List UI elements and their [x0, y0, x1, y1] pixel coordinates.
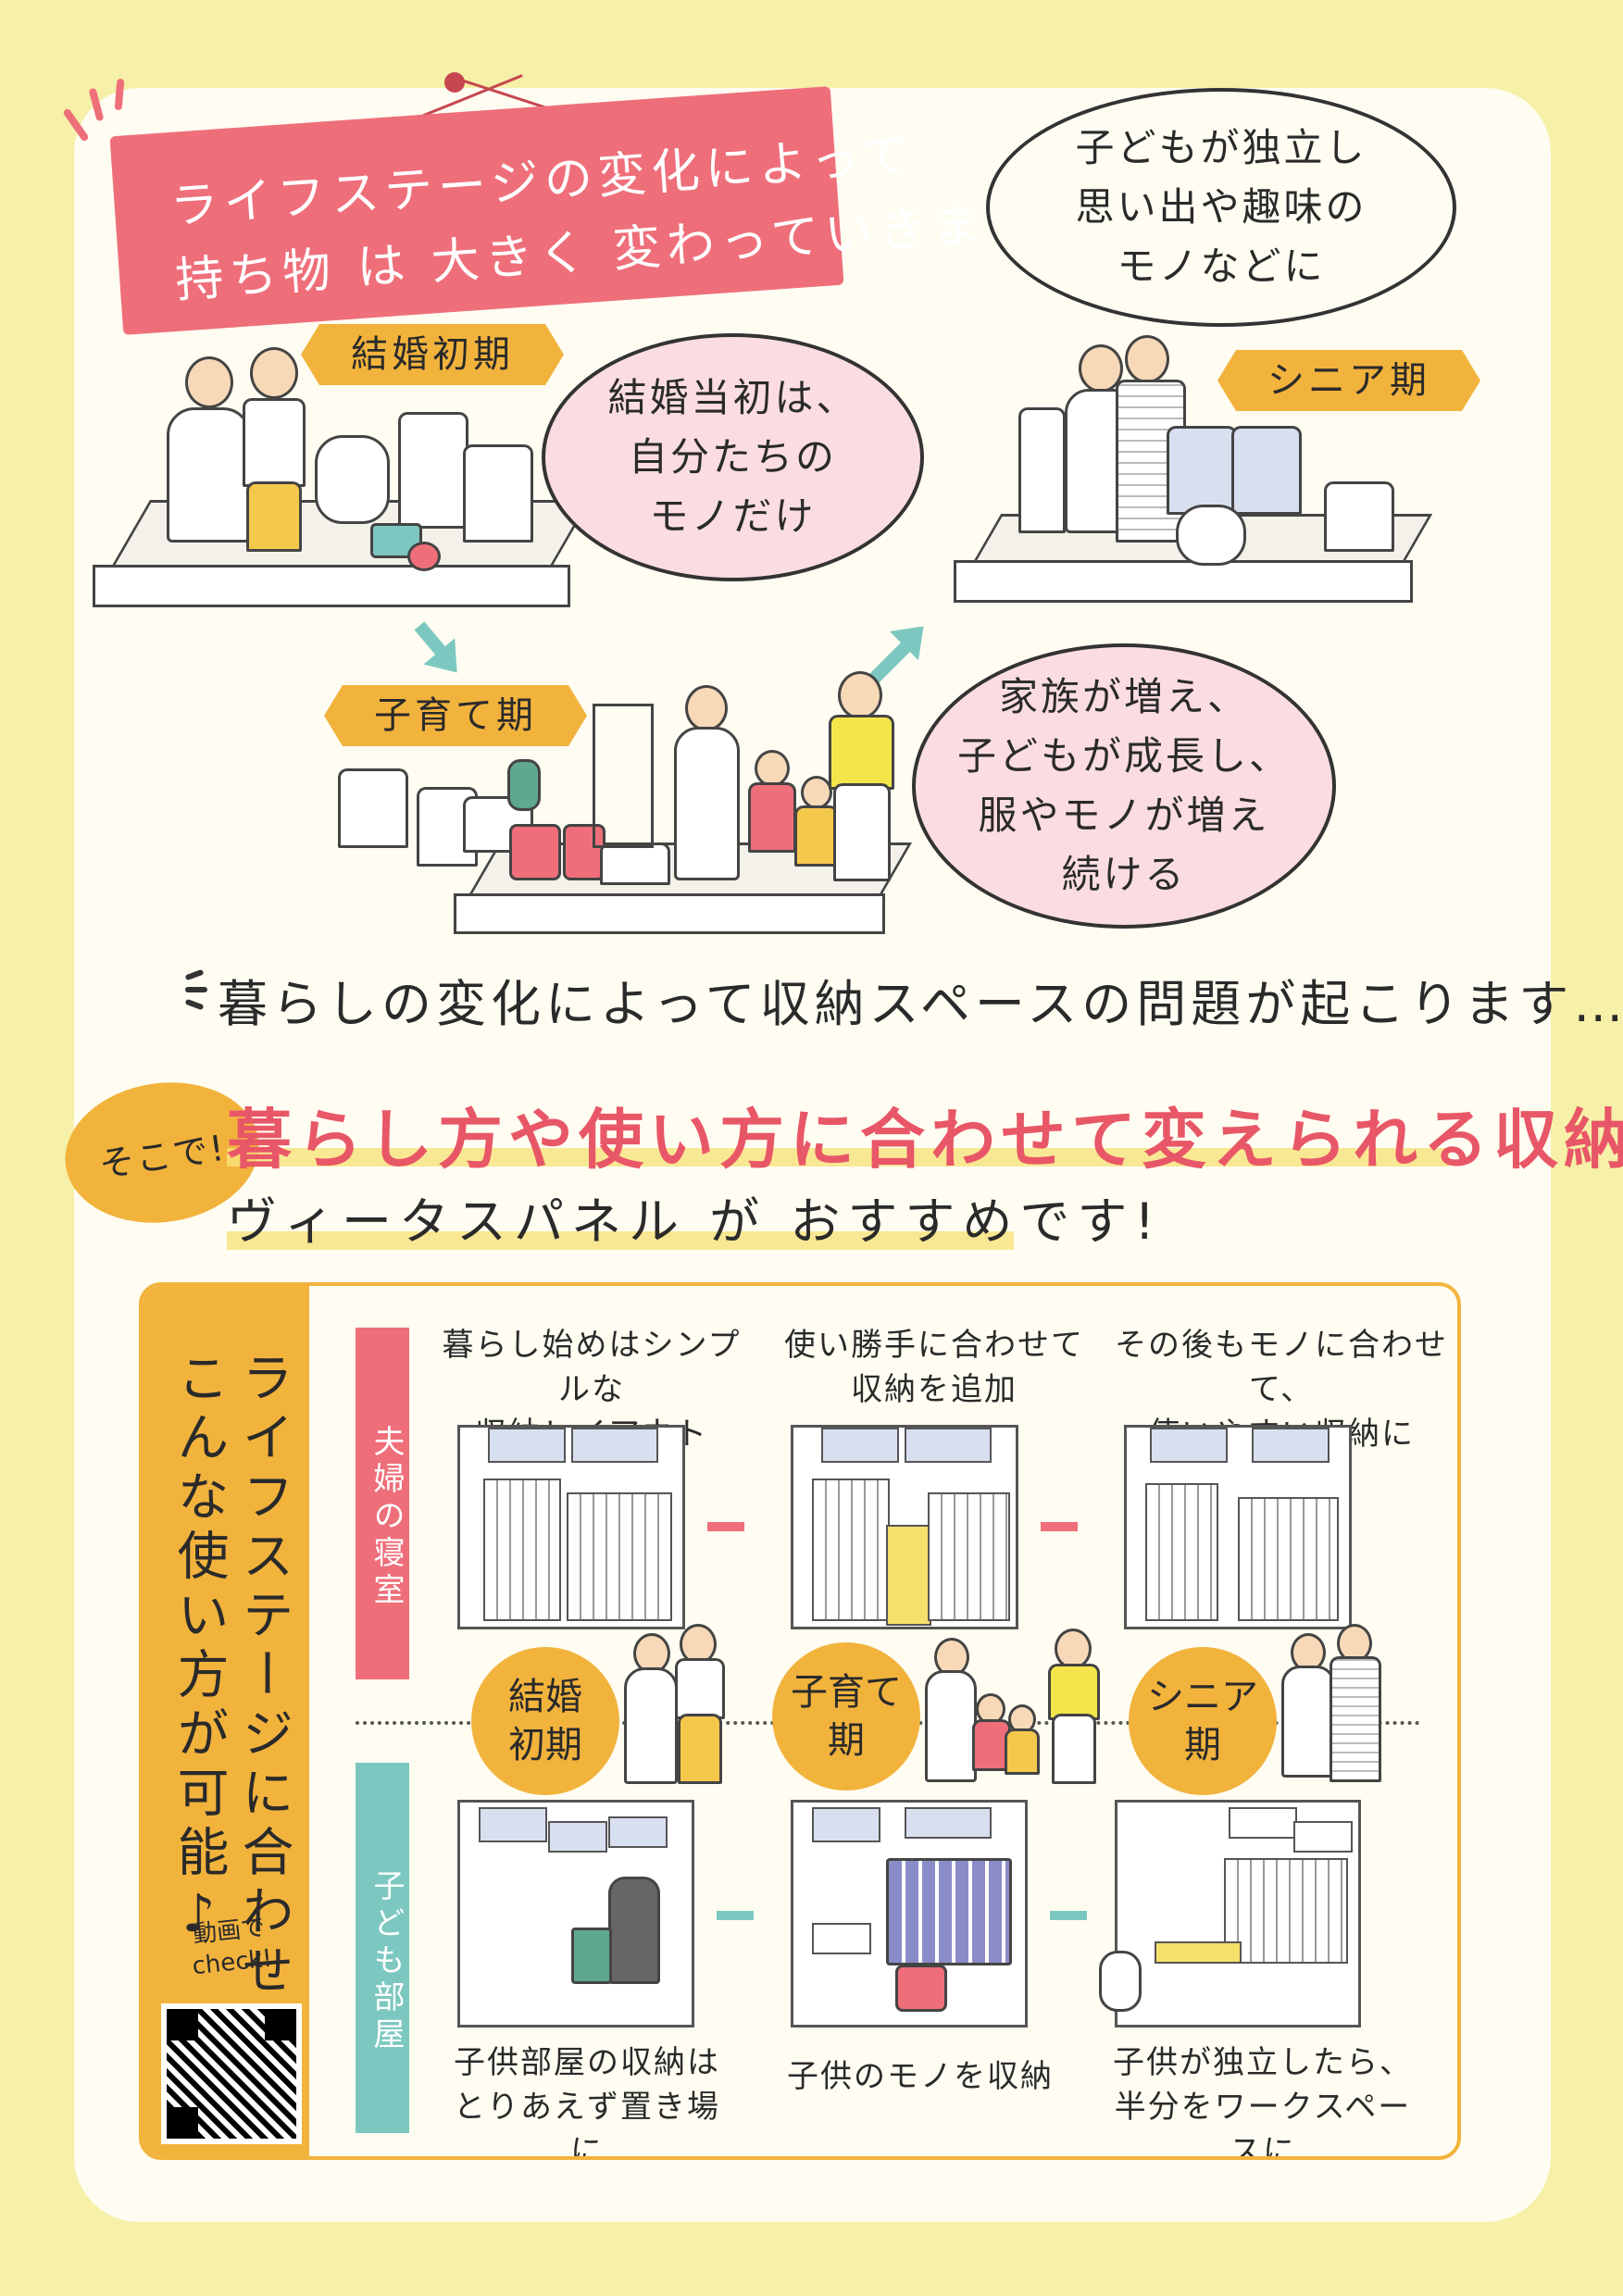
closet-bedroom-2 [791, 1425, 1018, 1629]
platform-newlywed [93, 565, 570, 607]
stage-label-newlywed: 結婚初期 [301, 324, 564, 385]
closet-bedroom-3 [1124, 1425, 1352, 1629]
caption-kids-2: 子供のモノを収納 [787, 2058, 1054, 2095]
row-label-bedroom: 夫婦の寝室 [356, 1328, 409, 1679]
speech-bubble-senior: 子どもが独立し 思い出や趣味の モノなどに [986, 88, 1456, 327]
stage-label-senior: シニア期 [1217, 350, 1480, 411]
arrow-right-icon [707, 1522, 744, 1531]
closet-bedroom-1 [457, 1425, 685, 1629]
video-check-label: 動画で check! [191, 1914, 274, 1981]
speech-bubble-childrearing: 家族が増え、 子どもが成長し、 服やモノが増え 続ける [912, 643, 1336, 929]
qr-code[interactable] [161, 2003, 302, 2144]
arrow-right-icon [1041, 1522, 1078, 1531]
caption-bedroom-3: その後もモノに合わせて、 使いやすい収納に [1115, 1327, 1448, 1453]
panel-sidebar: ライフステージに合わせた こんな使い方が可能♪ 動画で check! [143, 1286, 309, 2156]
subline-highlight [227, 1231, 1014, 1250]
callout-headline: 暮らし方や使い方に合わせて変えられる収納 [227, 1102, 1623, 1178]
caption-kids-3: 子供が独立したら、 半分をワークスペースに [1113, 2044, 1413, 2160]
stage-badge-childrearing: 子育て 期 [772, 1642, 920, 1791]
bubble-text-childrearing: 家族が増え、 子どもが成長し、 服やモノが増え 続ける [956, 674, 1291, 897]
platform-child [454, 893, 885, 934]
closet-kids-1 [457, 1800, 694, 2028]
side-title-2: こんな使い方が可能♪ [169, 1351, 229, 1952]
stage-label-childrearing: 子育て期 [324, 685, 587, 746]
stage-badge-newlywed: 結婚 初期 [471, 1647, 619, 1795]
headline-highlight [227, 1148, 1449, 1167]
closet-kids-2 [791, 1800, 1028, 2028]
platform-senior [954, 560, 1413, 603]
usage-panel: ライフステージに合わせた こんな使い方が可能♪ 動画で check! 夫婦の寝室… [139, 1282, 1461, 2160]
speech-bubble-newlywed: 結婚当初は、 自分たちの モノだけ [542, 333, 924, 581]
bubble-text-newlywed: 結婚当初は、 自分たちの モノだけ [607, 375, 858, 539]
closet-kids-3 [1099, 1800, 1361, 2028]
sigh-mark-icon [185, 987, 207, 992]
bubble-text-senior: 子どもが独立し 思い出や趣味の モノなどに [1075, 125, 1367, 289]
row-label-kidsroom: 子ども部屋 [356, 1763, 409, 2133]
caption-bedroom-2: 使い勝手に合わせて 収納を追加 [784, 1327, 1084, 1408]
nail-icon [444, 72, 465, 93]
stage-badge-senior: シニア 期 [1129, 1647, 1277, 1795]
side-title-1: ライフステージに合わせた [233, 1351, 293, 2062]
caption-kids-1: 子供部屋の収納は とりあえず置き場に [454, 2044, 720, 2160]
arrow-right-icon [717, 1911, 754, 1920]
problem-note: 暮らしの変化によって収納スペースの問題が起こります… [218, 975, 1623, 1033]
callout-subline: ヴィータスパネル が おすすめです! [227, 1192, 1162, 1251]
arrow-right-icon [1050, 1911, 1087, 1920]
